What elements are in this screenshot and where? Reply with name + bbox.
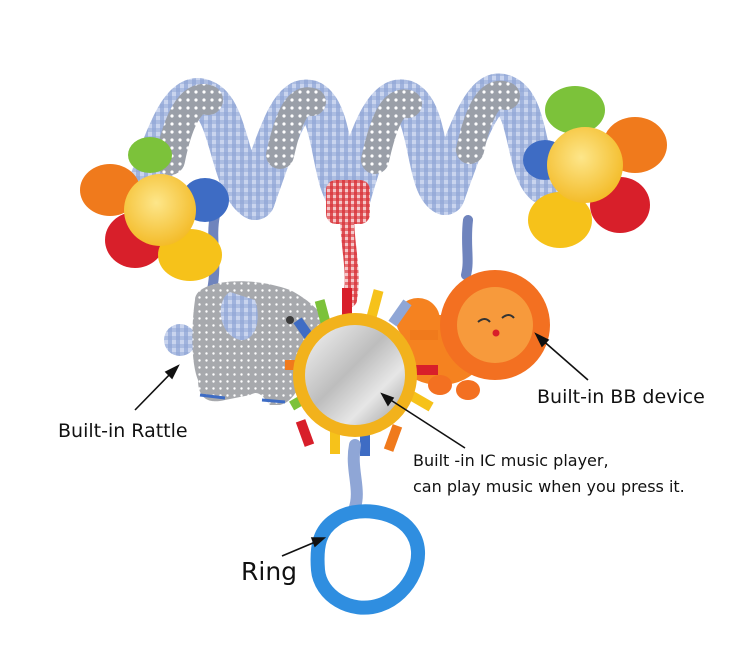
- right-flower: [523, 86, 667, 248]
- annotation-music-player-line1: Built -in IC music player,: [413, 451, 609, 470]
- annotation-rattle: Built-in Rattle: [58, 420, 188, 442]
- annotation-music-player-line2: can play music when you press it.: [413, 477, 685, 496]
- arrow-music-player: [380, 392, 466, 449]
- arrow-ring: [281, 537, 327, 557]
- mirror-music-player: [285, 288, 438, 456]
- annotation-bb-device: Built-in BB device: [537, 386, 705, 408]
- spiral-body: [130, 73, 565, 224]
- left-flower: [80, 137, 229, 281]
- arrow-rattle: [134, 364, 180, 411]
- arrow-bb-device: [534, 332, 589, 381]
- annotation-ring: Ring: [241, 557, 298, 586]
- blue-ring: [310, 439, 426, 615]
